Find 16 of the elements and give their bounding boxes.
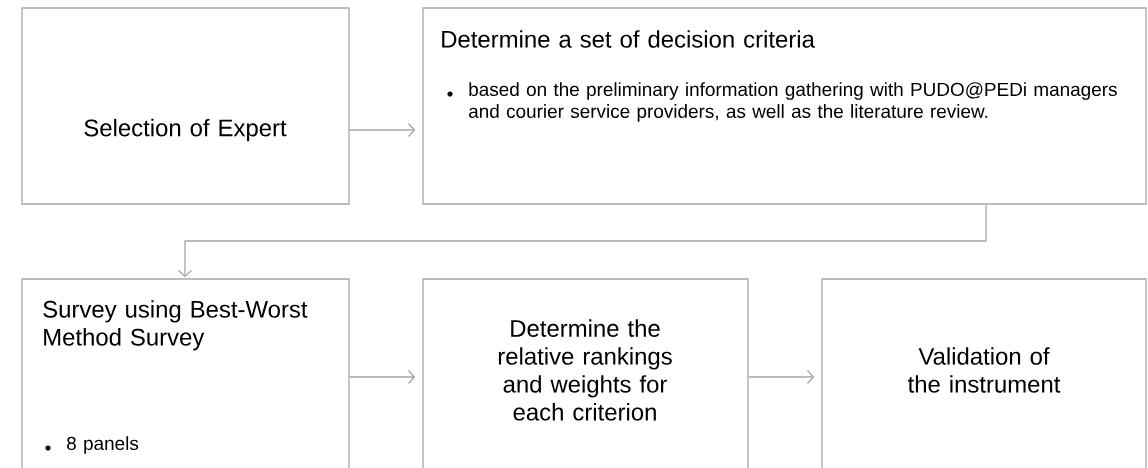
box-text: Selection of Expert — [84, 118, 287, 142]
process-box — [821, 278, 1147, 468]
bullet-text: 8 panels — [67, 436, 139, 454]
heading-text: Survey using Best-Worst Method Survey — [43, 300, 308, 351]
process-box — [422, 278, 749, 468]
box-text: Determine the relative rankings and weights for each criterion — [498, 319, 672, 421]
box-text: Validation of the instrument — [907, 347, 1061, 393]
process-box — [21, 278, 350, 468]
arrow — [177, 204, 987, 278]
process-box — [422, 7, 1147, 205]
arrow — [748, 369, 815, 385]
heading-text: Determine a set of decision criteria — [442, 30, 815, 48]
bullet-text: based on the preliminary information gathering with PUDO@PEDi managers and courier service providers, as well as the literature review. — [469, 82, 1117, 122]
arrow — [349, 369, 416, 385]
process-box — [21, 7, 350, 205]
arrow — [349, 122, 416, 138]
